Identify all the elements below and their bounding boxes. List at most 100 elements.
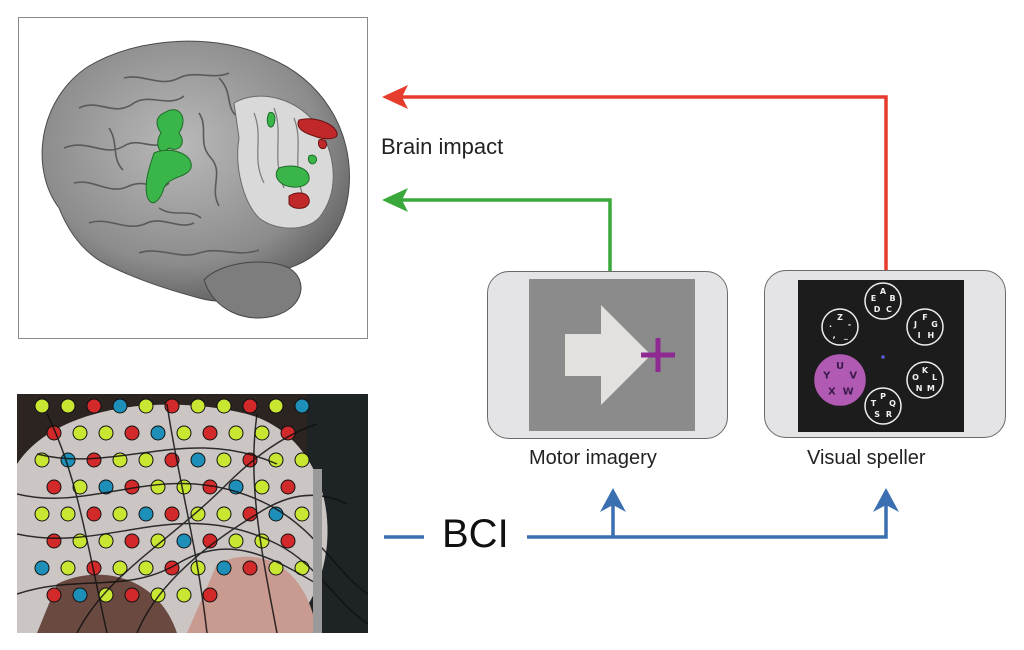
eeg-electrode bbox=[112, 398, 128, 414]
speller-letter: Q bbox=[889, 399, 896, 408]
speller-letter: S bbox=[874, 410, 880, 419]
speller-circle bbox=[821, 308, 859, 346]
eeg-electrode bbox=[138, 560, 154, 576]
eeg-electrodes bbox=[34, 398, 310, 603]
eeg-wires bbox=[17, 403, 368, 633]
eeg-electrode bbox=[216, 560, 232, 576]
speller-letter: . bbox=[829, 320, 832, 329]
eeg-electrode bbox=[176, 479, 192, 495]
eeg-electrode bbox=[98, 425, 114, 441]
eeg-electrode bbox=[112, 560, 128, 576]
speller-letter: Y bbox=[822, 371, 831, 382]
eeg-electrode bbox=[60, 398, 76, 414]
speller-letter: _ bbox=[844, 331, 848, 340]
red-activations bbox=[288, 118, 338, 209]
eeg-electrode bbox=[216, 506, 232, 522]
eeg-electrode bbox=[124, 425, 140, 441]
eeg-electrode bbox=[138, 506, 154, 522]
eeg-electrode bbox=[280, 479, 296, 495]
eeg-electrode bbox=[190, 398, 206, 414]
motor-imagery-label: Motor imagery bbox=[529, 447, 657, 469]
eeg-electrode bbox=[98, 587, 114, 603]
cerebellum-shape bbox=[203, 261, 302, 319]
eeg-electrode bbox=[216, 398, 232, 414]
speller-letter: M bbox=[927, 384, 935, 393]
green-activations bbox=[145, 109, 318, 204]
speller-letter: A bbox=[880, 287, 887, 296]
chair-frame bbox=[313, 469, 322, 633]
speller-letter: Z bbox=[837, 313, 843, 322]
speller-letter: T bbox=[871, 399, 877, 408]
speller-letter: - bbox=[848, 320, 851, 329]
speller-circle bbox=[906, 308, 944, 346]
speller-circle bbox=[864, 282, 902, 320]
eeg-electrode bbox=[190, 506, 206, 522]
eeg-cap-photo bbox=[17, 394, 368, 633]
eeg-electrode bbox=[150, 479, 166, 495]
brain-image-panel bbox=[18, 17, 368, 339]
speller-letter: D bbox=[874, 305, 881, 314]
eeg-electrode bbox=[138, 398, 154, 414]
brain-illustration bbox=[41, 40, 350, 319]
speller-circle bbox=[906, 361, 944, 399]
eeg-electrode bbox=[254, 479, 270, 495]
eeg-electrode bbox=[242, 560, 258, 576]
eeg-electrode bbox=[176, 587, 192, 603]
speller-letter: U bbox=[836, 361, 844, 372]
eeg-electrode bbox=[176, 533, 192, 549]
motor-imagery-screen bbox=[529, 279, 695, 431]
eeg-electrode bbox=[268, 398, 284, 414]
eeg-electrode bbox=[124, 533, 140, 549]
eeg-electrode bbox=[254, 425, 270, 441]
speller-letter: L bbox=[932, 373, 937, 382]
eeg-electrode bbox=[280, 533, 296, 549]
eeg-electrode bbox=[280, 425, 296, 441]
speller-letter: X bbox=[828, 386, 836, 397]
eeg-electrode bbox=[268, 452, 284, 468]
speller-letter: , bbox=[833, 331, 836, 340]
eeg-electrode bbox=[150, 425, 166, 441]
eeg-electrode bbox=[190, 452, 206, 468]
eeg-electrode bbox=[86, 398, 102, 414]
red-feedback-arrow bbox=[382, 85, 888, 270]
green-feedback-arrow bbox=[382, 188, 612, 271]
eeg-electrode bbox=[86, 452, 102, 468]
speller-letter: N bbox=[916, 384, 923, 393]
eeg-electrode bbox=[46, 479, 62, 495]
speller-center-dot bbox=[881, 355, 885, 359]
speller-letter: V bbox=[849, 371, 857, 382]
plus-cross-icon bbox=[641, 338, 675, 372]
eeg-electrode bbox=[164, 560, 180, 576]
eeg-electrode bbox=[46, 533, 62, 549]
eeg-electrode bbox=[138, 452, 154, 468]
eeg-electrode bbox=[112, 506, 128, 522]
eeg-electrode bbox=[202, 587, 218, 603]
speller-letter: H bbox=[928, 331, 935, 340]
speller-circle bbox=[814, 354, 866, 406]
eeg-electrode bbox=[98, 533, 114, 549]
eeg-electrode bbox=[34, 398, 50, 414]
eeg-electrode bbox=[294, 506, 310, 522]
eeg-electrode bbox=[228, 533, 244, 549]
speller-letter: E bbox=[871, 294, 876, 303]
speller-letter: I bbox=[918, 331, 921, 340]
eeg-electrode bbox=[34, 506, 50, 522]
speller-letter: K bbox=[922, 366, 929, 375]
eeg-electrode bbox=[294, 398, 310, 414]
eeg-electrode bbox=[164, 506, 180, 522]
speller-letter-group: Z-_,. bbox=[821, 308, 859, 346]
speller-letter: P bbox=[880, 392, 886, 401]
eeg-electrode bbox=[216, 452, 232, 468]
eeg-electrode bbox=[124, 587, 140, 603]
eeg-electrode bbox=[150, 533, 166, 549]
brain-impact-label: Brain impact bbox=[381, 134, 504, 159]
eeg-electrode bbox=[46, 587, 62, 603]
eeg-electrode bbox=[242, 398, 258, 414]
speller-letter: G bbox=[931, 320, 938, 329]
